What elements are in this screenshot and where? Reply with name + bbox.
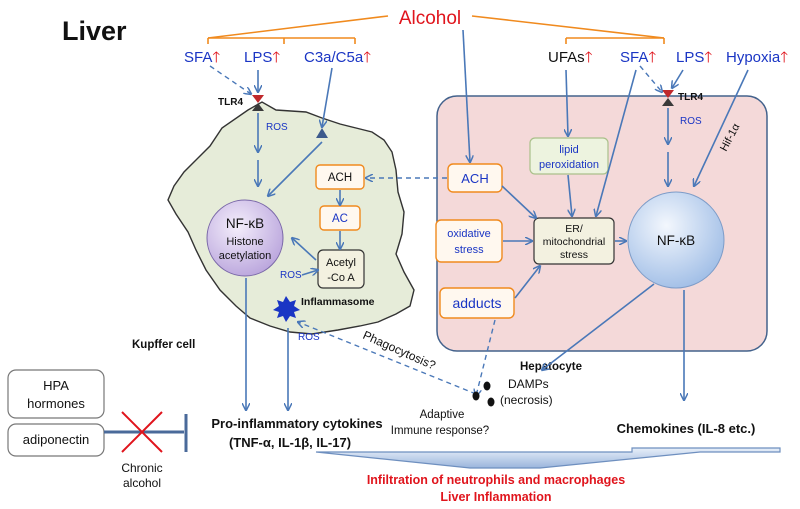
lipid-peroxidation-box bbox=[529, 137, 609, 175]
tlr4-kupffer-label: TLR4 bbox=[218, 97, 243, 108]
adiponectin-label: adiponectin bbox=[23, 432, 90, 447]
inflammasome-label: Inflammasome bbox=[301, 296, 375, 308]
sfa-right: SFA🡑 bbox=[620, 49, 656, 66]
oxidative-stress-box bbox=[435, 219, 503, 263]
ufas-right: UFAs🡑 bbox=[548, 49, 593, 66]
sfa-left: SFA🡑 bbox=[184, 49, 220, 66]
acetyl-coa-line2: -Co A bbox=[327, 272, 355, 284]
nfkb-kupffer-line2: Histone bbox=[226, 236, 263, 248]
chronic-alcohol-cross bbox=[121, 411, 163, 453]
ros-kupffer-mid: ROS bbox=[280, 270, 302, 281]
damps-particles bbox=[472, 381, 495, 407]
tlr4-receptor-kupffer bbox=[252, 95, 264, 111]
ach-hepatocyte-label: ACH bbox=[461, 171, 488, 186]
chronic-line2: alcohol bbox=[123, 476, 161, 490]
er-line3: stress bbox=[560, 249, 588, 261]
cytokines-line1: Pro-inflammatory cytokines bbox=[211, 416, 382, 431]
ach-kupffer-label: ACH bbox=[328, 172, 352, 184]
c3a-c5a-left: C3a/C5a🡑 bbox=[304, 49, 371, 66]
kupffer-cell bbox=[167, 101, 415, 335]
chemokines-label: Chemokines (IL-8 etc.) bbox=[617, 421, 756, 436]
acetyl-coa-line1: Acetyl bbox=[326, 257, 356, 269]
title: Liver bbox=[62, 16, 127, 46]
lipid-line2: peroxidation bbox=[539, 159, 599, 171]
damps-line2: (necrosis) bbox=[500, 393, 553, 407]
alcohol-bracket bbox=[207, 15, 665, 44]
adducts-label: adducts bbox=[452, 295, 501, 311]
phagocytosis-label: Phagocytosis? bbox=[361, 328, 438, 373]
hypoxia-right: Hypoxia🡑 bbox=[726, 49, 788, 66]
alcohol-label: Alcohol bbox=[399, 8, 461, 29]
convergence-arrow bbox=[315, 447, 781, 469]
oxidative-line2: stress bbox=[454, 244, 484, 256]
er-stress-box bbox=[533, 217, 615, 265]
lipid-line1: lipid bbox=[559, 144, 579, 156]
hpa-line1: HPA bbox=[43, 378, 69, 393]
adiponectin-box bbox=[7, 423, 105, 457]
cytokines-line2: (TNF-α, IL-1β, IL-17) bbox=[229, 435, 351, 450]
ac-box bbox=[319, 205, 361, 231]
inflammasome-icon bbox=[273, 296, 300, 322]
chronic-line1: Chronic bbox=[121, 461, 162, 475]
lps-right: LPS🡑 bbox=[676, 49, 712, 66]
ros-kupffer-top: ROS bbox=[266, 122, 288, 133]
adaptive-line1: Adaptive bbox=[420, 409, 465, 421]
nfkb-kupffer-line1: NF-κB bbox=[226, 216, 264, 231]
outcome-line1: Infiltration of neutrophils and macropha… bbox=[367, 473, 625, 487]
nfkb-hepatocyte-label: NF-κB bbox=[657, 233, 695, 248]
oxidative-line1: oxidative bbox=[447, 228, 490, 240]
ros-kupffer-bottom: ROS bbox=[298, 332, 320, 343]
tlr4-receptor-hepatocyte bbox=[662, 90, 674, 106]
ach-box-kupffer bbox=[315, 164, 365, 190]
nfkb-kupffer bbox=[206, 199, 284, 277]
nfkb-hepatocyte bbox=[627, 191, 725, 289]
ac-label: AC bbox=[332, 213, 348, 225]
er-line1: ER/ bbox=[565, 223, 583, 235]
adducts-box bbox=[439, 287, 515, 319]
er-line2: mitochondrial bbox=[543, 236, 605, 248]
hepatocyte-label: Hepatocyte bbox=[520, 361, 582, 373]
ros-hepatocyte: ROS bbox=[680, 116, 702, 127]
tlr4-hepatocyte-label: TLR4 bbox=[678, 92, 703, 103]
nfkb-kupffer-line3: acetylation bbox=[219, 250, 272, 262]
hpa-line2: hormones bbox=[27, 396, 85, 411]
kupffer-label: Kupffer cell bbox=[132, 339, 195, 351]
hpa-box bbox=[7, 369, 105, 419]
ach-box-hepatocyte bbox=[447, 163, 503, 193]
lps-left: LPS🡑 bbox=[244, 49, 280, 66]
outcome-line2: Liver Inflammation bbox=[440, 490, 551, 504]
adaptive-line2: Immune response? bbox=[391, 425, 489, 437]
damps-line1: DAMPs bbox=[508, 377, 549, 391]
c3a-receptor bbox=[316, 128, 328, 138]
